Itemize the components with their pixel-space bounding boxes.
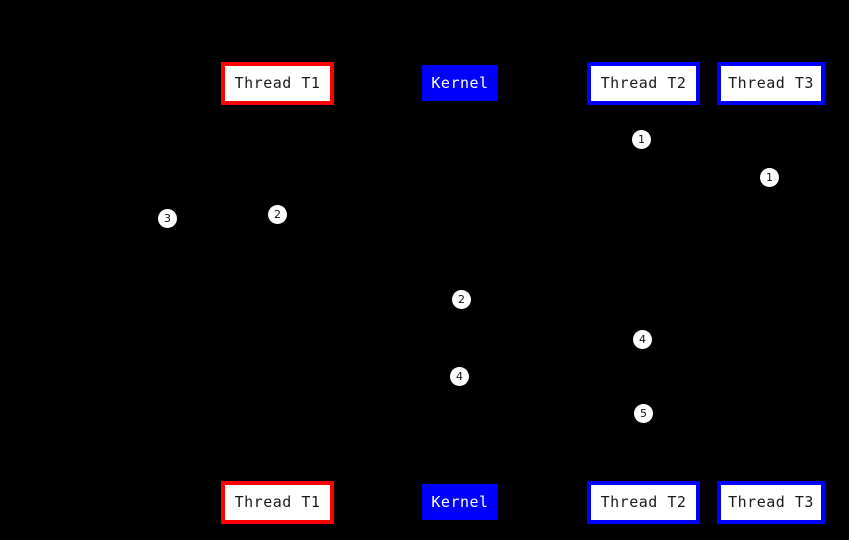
participant-box-t1-top[interactable]: Thread T1 [221,62,334,105]
step-badge[interactable]: 5 [634,404,653,423]
message-arrow-6 [460,336,649,342]
message-arrow-5 [454,296,643,302]
participant-box-t2-bottom[interactable]: Thread T2 [587,481,700,524]
activation-bar-t1 [273,205,281,385]
step-badge[interactable]: 3 [158,209,177,228]
step-badge-number: 1 [638,133,645,146]
step-badge-number: 3 [164,212,171,225]
message-arrow-3 [161,215,277,221]
message-arrow-2 [637,174,771,180]
step-badge-number: 5 [640,407,647,420]
message-arrow-1 [643,136,777,142]
step-badge[interactable]: 1 [760,168,779,187]
participant-box-kernel-top[interactable]: Kernel [422,65,498,101]
participant-box-t2-top[interactable]: Thread T2 [587,62,700,105]
participant-label-t2-bottom: Thread T2 [600,493,687,511]
participant-label-t1-top: Thread T1 [234,74,321,92]
step-badge-number: 4 [639,333,646,346]
step-badge[interactable]: 4 [450,367,469,386]
step-badge[interactable]: 4 [633,330,652,349]
participant-label-t3-bottom: Thread T3 [728,493,814,511]
participant-box-t1-bottom[interactable]: Thread T1 [221,481,334,524]
participant-label-kernel-top: Kernel [431,73,489,92]
participant-box-t3-top[interactable]: Thread T3 [717,62,825,105]
participant-box-kernel-bottom[interactable]: Kernel [422,484,498,520]
message-arrow-4 [271,211,460,217]
activation-bar-kernel [456,290,464,420]
step-badge[interactable]: 1 [632,130,651,149]
step-badge-number: 2 [458,293,465,306]
lifeline-t3 [771,105,772,481]
arrowhead-icon [770,136,777,142]
step-badge[interactable]: 2 [268,205,287,224]
step-badge-number: 1 [766,171,773,184]
participant-label-t3-top: Thread T3 [728,74,814,92]
step-badge[interactable]: 2 [452,290,471,309]
participant-label-t2-top: Thread T2 [600,74,687,92]
step-badge-number: 4 [456,370,463,383]
participant-label-kernel-bottom: Kernel [431,492,489,511]
message-arrow-8 [460,410,649,416]
message-arrow-7 [277,373,466,379]
arrowhead-icon [637,174,644,180]
participant-label-t1-bottom: Thread T1 [234,493,321,511]
participant-box-t3-bottom[interactable]: Thread T3 [717,481,825,524]
step-badge-number: 2 [274,208,281,221]
